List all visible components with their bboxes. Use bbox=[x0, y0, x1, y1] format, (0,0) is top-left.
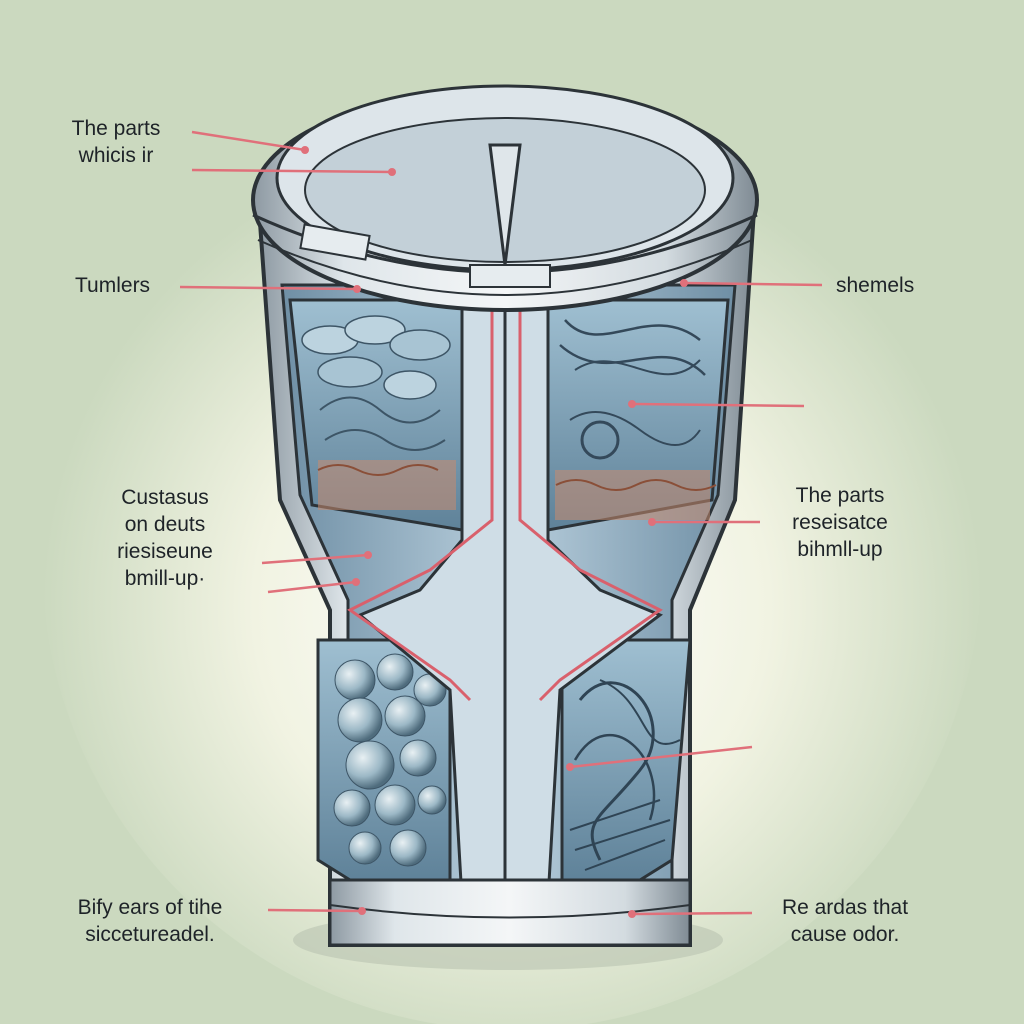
label-bottom-right: Re ardas that cause odor. bbox=[755, 894, 935, 948]
label-shemels: shemels bbox=[836, 272, 914, 299]
leader-lower-right bbox=[569, 745, 753, 769]
label-mid-left-line-1: Custasus bbox=[121, 486, 209, 509]
leader-lines bbox=[179, 130, 823, 916]
label-bottom-left-line-1: Bify ears of tihe bbox=[77, 896, 223, 919]
label-tumblers: Tumlers bbox=[75, 272, 150, 299]
label-bottom-right-line-2: cause odor. bbox=[790, 923, 900, 946]
lid-center-fin bbox=[488, 143, 522, 266]
label-mid-left-line-4: bmill-up· bbox=[124, 567, 206, 590]
label-bottom-left-line-2: siccetureadel. bbox=[85, 923, 215, 946]
label-mid-left-line-2: on deuts bbox=[124, 513, 206, 536]
label-top-left-line-2: whicis ir bbox=[78, 144, 154, 167]
label-mid-right-line-2: reseisatce bbox=[792, 511, 888, 534]
leader-top-left-2 bbox=[191, 168, 393, 174]
label-tumblers-text: Tumlers bbox=[75, 274, 151, 297]
leader-mid-right-1 bbox=[631, 402, 805, 408]
label-mid-left-line-3: riesiseune bbox=[117, 540, 213, 563]
label-mid-left: Custasus on deuts riesiseune bmill-up· bbox=[90, 484, 240, 592]
leader-tumblers bbox=[179, 285, 358, 291]
leader-mid-left-1 bbox=[261, 553, 369, 565]
label-mid-right: The parts reseisatce bihmll-up bbox=[760, 482, 920, 563]
label-bottom-right-line-1: Re ardas that bbox=[781, 896, 909, 919]
lid-latch bbox=[299, 223, 371, 261]
label-mid-right-line-3: bihmll-up bbox=[797, 538, 883, 561]
leader-bottom-right bbox=[631, 911, 753, 916]
leader-mid-left-2 bbox=[267, 580, 357, 594]
right-flow-channel bbox=[518, 300, 663, 702]
leader-dots bbox=[301, 146, 688, 918]
lower-right-fibers bbox=[569, 679, 681, 871]
label-bottom-left: Bify ears of tihe siccetureadel. bbox=[40, 894, 260, 948]
leader-shemels bbox=[683, 281, 823, 287]
base-band bbox=[328, 878, 692, 947]
left-flow-channel bbox=[347, 300, 494, 702]
leader-bottom-left bbox=[267, 908, 363, 913]
label-top-left: The parts whicis ir bbox=[48, 115, 184, 169]
upper-left-deposits bbox=[301, 315, 456, 510]
label-mid-right-line-1: The parts bbox=[795, 484, 885, 507]
label-top-left-line-1: The parts bbox=[71, 117, 161, 140]
label-shemels-text: shemels bbox=[836, 274, 915, 297]
lower-left-pebbles bbox=[333, 653, 447, 867]
leader-top-left-1 bbox=[191, 130, 306, 152]
lid-center-tab bbox=[469, 264, 551, 288]
upper-right-deposits bbox=[555, 319, 717, 520]
